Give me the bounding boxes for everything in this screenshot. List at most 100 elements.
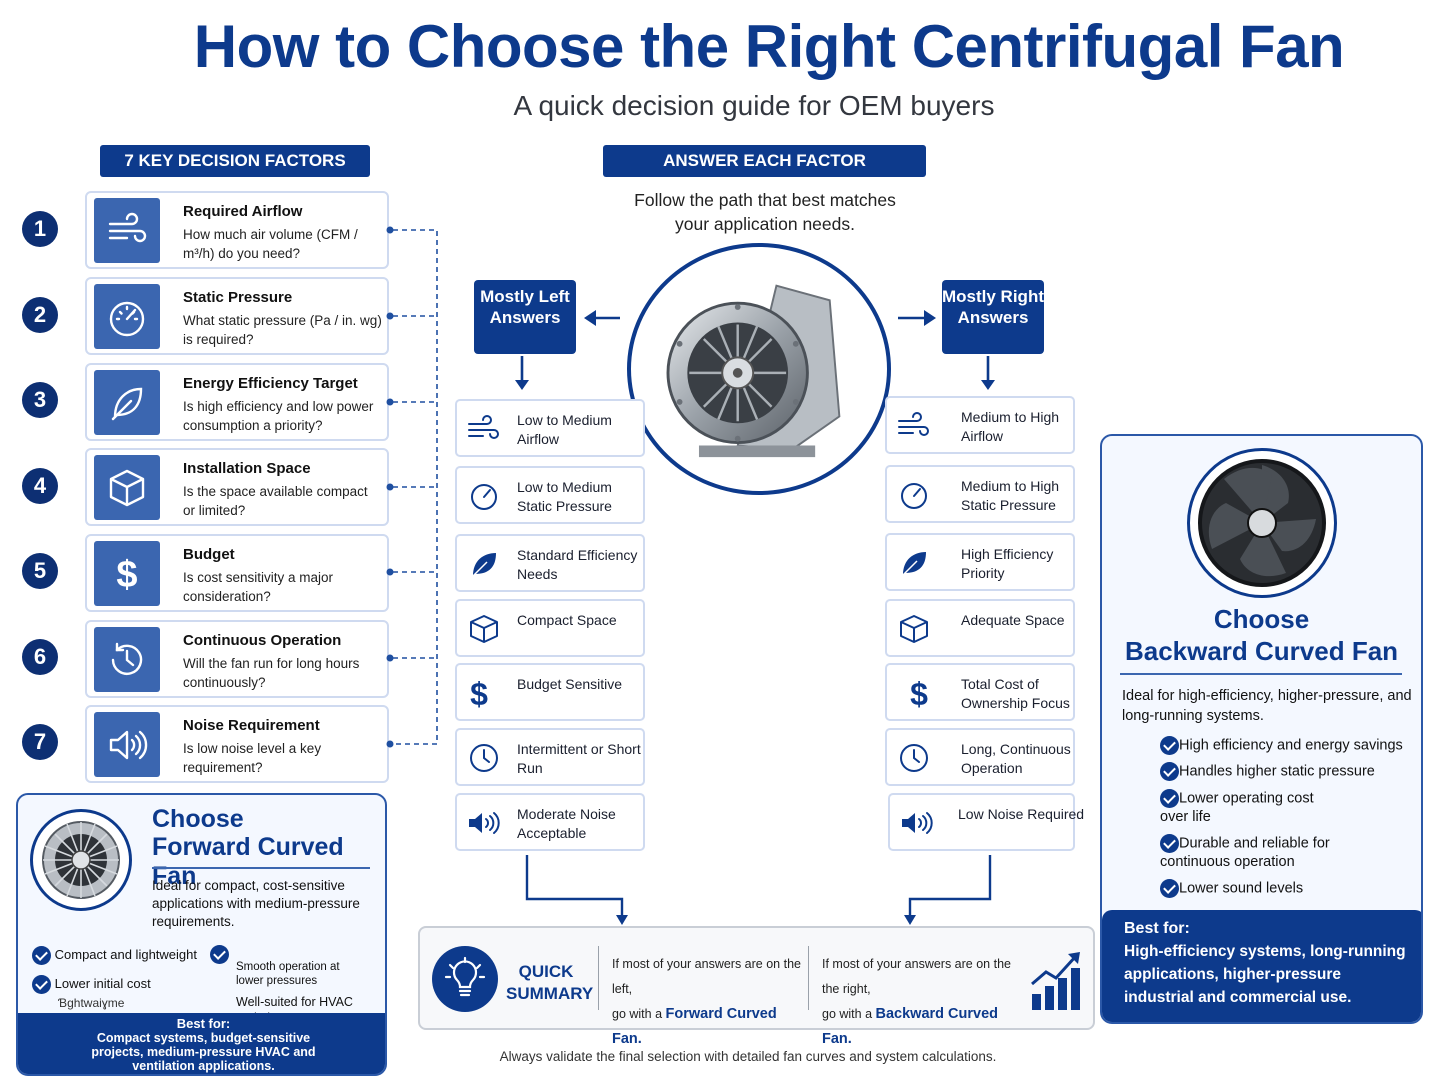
left-option-noise: Moderate Noise Acceptable: [455, 793, 645, 851]
forward-fan-icon: [42, 821, 120, 899]
summary-left-text: If most of your answers are on the left,…: [612, 957, 801, 1047]
option-label: Intermittent or Short Run: [517, 741, 641, 776]
forward-fan-image: [30, 809, 132, 911]
answer-instruction: Follow the path that best matches your a…: [634, 190, 896, 234]
dollar-icon: $: [94, 541, 160, 606]
factor-desc: Is low noise level a key requirement?: [183, 741, 322, 775]
summary-right-text: If most of your answers are on the the r…: [822, 957, 1011, 1047]
fan-illustration-icon: [666, 284, 841, 458]
speaker-icon: [94, 712, 160, 777]
check-icon: [1160, 762, 1179, 782]
svg-text:$: $: [470, 678, 488, 708]
option-label: Moderate Noise Acceptable: [517, 806, 616, 841]
factor-number-5: 5: [22, 553, 58, 589]
factor-desc: Is the space available compact or limite…: [183, 484, 368, 518]
summary-arrows: [525, 855, 992, 925]
right-option-pressure: Medium to High Static Pressure: [885, 465, 1075, 523]
factor-title: Budget: [183, 546, 235, 563]
factor-title: Noise Requirement: [183, 717, 320, 734]
left-option-space: Compact Space: [455, 599, 645, 657]
gauge-icon: [94, 284, 160, 349]
factor-card-budget: $ Budget Is cost sensitivity a major con…: [85, 534, 389, 612]
factor-title: Installation Space: [183, 460, 311, 477]
clock-icon: [94, 627, 160, 692]
quick-summary-label: QUICK SUMMARY: [506, 962, 594, 1003]
left-option-operation: Intermittent or Short Run: [455, 728, 645, 786]
check-icon: [1160, 788, 1179, 808]
gauge-icon: [471, 484, 497, 510]
forward-curved-card: Choose Forward Curved Fan Ideal for comp…: [16, 793, 387, 1076]
factor-connectors: [386, 226, 438, 748]
dollar-icon: $: [470, 678, 488, 708]
factor-title: Energy Efficiency Target: [183, 375, 358, 392]
backward-choose-label: Choose: [1213, 604, 1310, 634]
factor-number-3: 3: [22, 382, 58, 418]
footer-note: Always validate the final selection with…: [499, 1049, 997, 1064]
option-label: Low to Medium Static Pressure: [517, 479, 612, 514]
check-icon: [32, 975, 51, 995]
factor-card-operation: Continuous Operation Will the fan run fo…: [85, 620, 389, 698]
option-label: Adequate Space: [961, 612, 1065, 628]
factor-title: Continuous Operation: [183, 632, 342, 649]
gauge-icon: [901, 483, 927, 509]
option-label: Low Noise Required: [958, 806, 1085, 822]
forward-best-for: Best for: Compact systems, budget-sensit…: [18, 1013, 385, 1074]
page-title: How to Choose the Right Centrifugal Fan: [193, 13, 1345, 80]
backward-features: High efficiency and energy savings Handl…: [1160, 736, 1403, 899]
factor-desc: Will the fan run for long hours continuo…: [183, 656, 360, 690]
check-icon: [32, 946, 51, 966]
factor-card-airflow: Required Airflow How much air volume (CF…: [85, 191, 389, 269]
option-label: Low to Medium Airflow: [517, 412, 612, 447]
leaf-icon: [470, 553, 496, 579]
right-option-space: Adequate Space: [885, 599, 1075, 657]
backward-desc: Ideal for high-efficiency, higher-pressu…: [1122, 688, 1412, 724]
quick-summary-panel: QUICK SUMMARY If most of your answers ar…: [418, 926, 1095, 1047]
factor-number-7: 7: [22, 724, 58, 760]
factor-card-noise: Noise Requirement Is low noise level a k…: [85, 705, 389, 783]
answer-header: ANSWER EACH FACTOR: [603, 145, 926, 177]
factor-title: Required Airflow: [183, 203, 303, 220]
left-option-pressure: Low to Medium Static Pressure: [455, 466, 645, 524]
factor-desc: Is high efficiency and low power consump…: [183, 399, 374, 433]
leaf-icon: [900, 552, 926, 578]
mostly-right-label: Mostly Right Answers: [942, 280, 1044, 354]
page-subtitle: A quick decision guide for OEM buyers: [513, 90, 995, 121]
backward-fan-image: [1187, 448, 1337, 598]
factor-desc: How much air volume (CFM / m³/h) do you …: [183, 227, 358, 261]
option-label: Standard Efficiency Needs: [517, 547, 638, 582]
growth-chart-icon: [1031, 952, 1080, 1010]
forward-choose-label: Choose: [152, 805, 244, 833]
backward-fan-name: Backward Curved Fan: [1124, 636, 1399, 666]
factor-number-2: 2: [22, 297, 58, 333]
dollar-icon: $: [910, 678, 928, 708]
cube-icon: [900, 615, 928, 643]
forward-features-left: Compact and lightweight Lower initial co…: [32, 945, 197, 1013]
right-option-efficiency: High Efficiency Priority: [885, 533, 1075, 591]
clock-icon: [470, 744, 498, 772]
svg-text:$: $: [910, 678, 928, 708]
backward-fan-icon: [1198, 459, 1326, 587]
factor-number-6: 6: [22, 639, 58, 675]
cube-icon: [94, 455, 160, 520]
backward-best-for: Best for: High-efficiency systems, long-…: [1102, 910, 1421, 1022]
factor-card-efficiency: Energy Efficiency Target Is high efficie…: [85, 363, 389, 441]
wind-icon: [898, 412, 929, 436]
svg-text:$: $: [116, 554, 137, 596]
option-label: Long, Continuous Operation: [961, 741, 1071, 776]
clock-icon: [900, 744, 928, 772]
right-option-budget: $ Total Cost of Ownership Focus: [885, 663, 1075, 721]
factor-number-1: 1: [22, 211, 58, 247]
check-icon: [1160, 833, 1179, 853]
option-label: Compact Space: [517, 612, 617, 628]
wind-icon: [94, 198, 160, 263]
option-label: Total Cost of Ownership Focus: [961, 676, 1070, 711]
forward-fan-link: Forward Curved Fan.: [612, 1006, 777, 1047]
forward-desc: Ideal for compact, cost-sensitive applic…: [152, 878, 360, 929]
factor-card-pressure: Static Pressure What static pressure (Pa…: [85, 277, 389, 355]
check-icon: [1160, 879, 1179, 899]
cube-icon: [470, 615, 498, 643]
factor-card-space: Installation Space Is the space availabl…: [85, 448, 389, 526]
speaker-icon: [469, 812, 500, 834]
wind-icon: [468, 415, 499, 439]
option-label: Budget Sensitive: [517, 676, 623, 692]
